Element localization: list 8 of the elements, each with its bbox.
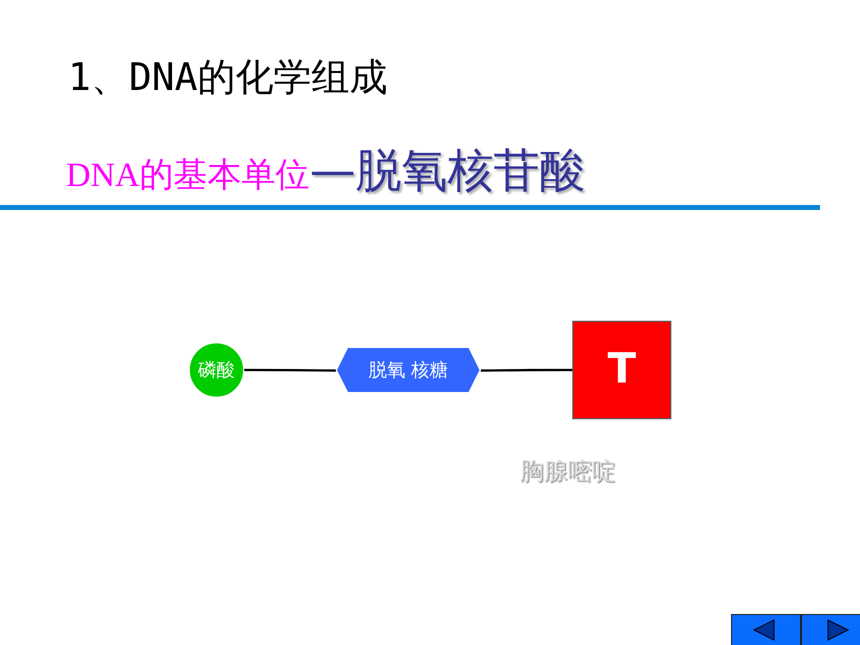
subtitle-text: DNA的基本单位 bbox=[66, 157, 310, 194]
base-caption: 胸腺嘧啶 bbox=[520, 456, 616, 487]
subtitle-text: —脱氧核苷酸 bbox=[310, 143, 586, 197]
node-box: T bbox=[572, 320, 672, 420]
connector bbox=[244, 368, 337, 372]
node-circle: 磷酸 bbox=[188, 342, 244, 398]
slide-title: 1、DNA的化学组成 bbox=[68, 54, 388, 101]
connector bbox=[480, 368, 573, 372]
